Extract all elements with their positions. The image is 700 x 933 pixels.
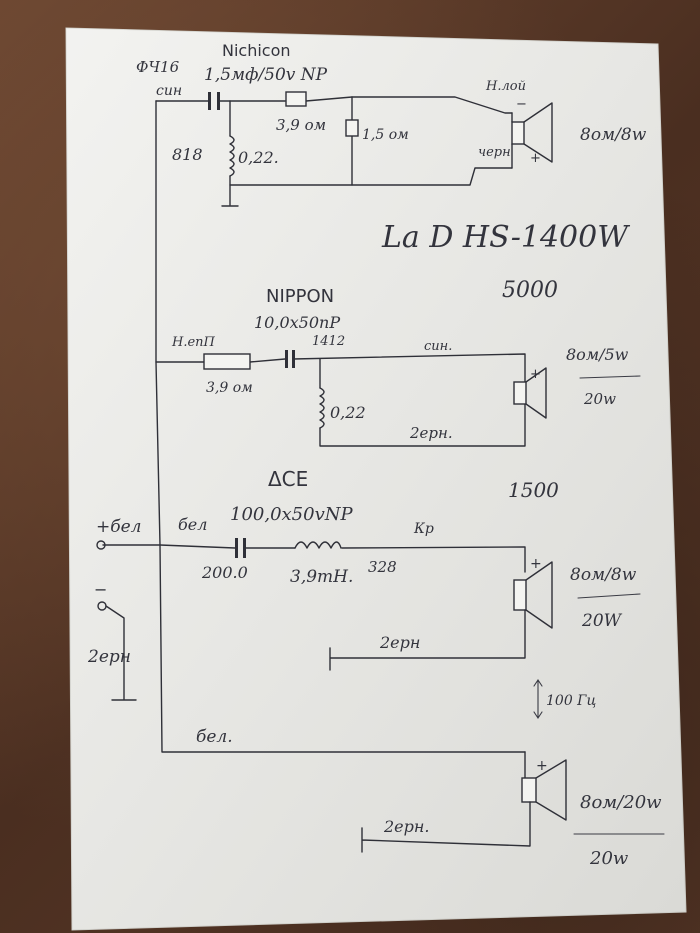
top-shunt-resistor	[345, 119, 359, 137]
sub-speaker-power: 20w	[589, 848, 629, 869]
freq-5000: 5000	[502, 278, 558, 303]
top-wire-hot: Н.лой	[485, 79, 526, 94]
low-capacitor-plate-a	[235, 538, 238, 558]
input-plus-terminal	[96, 540, 106, 550]
low-speaker-power: 20W	[581, 611, 623, 631]
mid-inductor-coil	[319, 387, 325, 429]
mid-resistor	[203, 353, 251, 370]
model-title: La D HS-1400W	[381, 220, 630, 255]
sub-wire-bel: бел.	[196, 727, 233, 747]
low-cap-brand: ΔCE	[268, 467, 308, 491]
mid-capacitor-plate-b	[292, 350, 295, 368]
mid-speaker-body	[513, 381, 527, 405]
low-wire-bel: бел	[178, 515, 207, 534]
top-speaker-minus: −	[516, 97, 527, 112]
top-resistor-shunt-label: 1,5 ом	[362, 127, 409, 143]
top-inductor-code: 818	[172, 145, 203, 164]
mid-speaker-plus: +	[530, 367, 541, 382]
sub-speaker-cone	[535, 759, 567, 821]
low-wire-kr: Кр	[413, 521, 434, 537]
mid-speaker-power: 20w	[583, 390, 616, 408]
sub-ground-wire	[361, 801, 531, 853]
mid-wire-cin: син.	[424, 339, 452, 354]
top-speaker-body	[511, 121, 525, 145]
low-cap-value: 100,0x50vNP	[230, 504, 354, 525]
low-inductor-value: 3,9mH.	[290, 567, 353, 587]
mid-cap-brand: NIPPON	[266, 286, 334, 307]
paper-shade	[66, 28, 686, 930]
freq-100: 100 Гц	[546, 693, 596, 709]
mid-speaker-cone	[525, 367, 547, 419]
input-plus-label: +бел	[96, 517, 142, 537]
top-speaker-cone	[523, 102, 553, 163]
top-speaker-spec: 8ом/8w	[580, 125, 647, 145]
freq-100-arrow	[533, 679, 543, 719]
freq-1500: 1500	[508, 478, 559, 502]
low-cap-code: 200.0	[201, 563, 248, 582]
sub-speaker-body	[521, 777, 537, 803]
top-resistor-series-label: 3,9 ом	[276, 116, 326, 134]
top-cap-value: 1,5мф/50v NP	[204, 65, 328, 85]
input-ground-label: 2ерн	[87, 647, 131, 667]
low-speaker-cone	[525, 561, 553, 629]
top-cap-code: ФЧ16	[136, 58, 180, 76]
top-capacitor-plate-b	[217, 92, 220, 110]
mid-cap-code: 1412	[312, 334, 345, 349]
top-wire-cin: син	[156, 83, 182, 99]
low-branch-wire	[159, 544, 526, 573]
mid-inductor-wire	[319, 358, 526, 447]
low-speaker-spec: 8ом/8w	[570, 565, 637, 585]
low-speaker-body	[513, 579, 527, 611]
top-speaker-plus: +	[530, 151, 541, 166]
input-minus-label: −	[94, 580, 107, 599]
mid-inductor-value: 0,22	[330, 403, 366, 422]
sub-speaker-plus: +	[536, 758, 548, 774]
mid-cap-value: 10,0x50nP	[254, 313, 340, 332]
top-cap-brand: Nichicon	[222, 41, 291, 60]
top-inductor-coil	[229, 135, 235, 177]
mid-capacitor-plate-a	[285, 350, 288, 368]
low-inductor-code: 328	[368, 558, 397, 576]
top-ground-wire	[229, 167, 513, 186]
top-branch-wire	[155, 96, 513, 114]
sub-speaker-spec: 8ом/20w	[580, 792, 662, 813]
low-speaker-plus: +	[530, 556, 542, 572]
top-series-resistor	[285, 91, 307, 107]
mid-spec-divider	[579, 375, 641, 379]
top-inductor-value: 0,22.	[238, 148, 279, 167]
mid-wire-ground: 2ерн.	[409, 424, 453, 442]
low-ground-wire	[329, 609, 526, 671]
top-wire-ground: черн	[478, 145, 511, 160]
mid-speaker-spec: 8ом/5w	[566, 345, 629, 364]
low-capacitor-plate-b	[243, 538, 246, 558]
sub-wire-ground: 2ерн.	[383, 817, 430, 836]
mid-wire-hot: Н.епП	[171, 335, 216, 350]
low-spec-divider	[577, 593, 641, 599]
mid-branch-wire	[155, 353, 526, 383]
input-minus-wire	[105, 605, 137, 701]
low-wire-ground: 2ерн	[379, 633, 420, 652]
low-inductor-coil	[294, 541, 342, 549]
top-capacitor-plate-a	[208, 92, 211, 110]
mid-resistor-label: 3,9 ом	[206, 380, 253, 396]
